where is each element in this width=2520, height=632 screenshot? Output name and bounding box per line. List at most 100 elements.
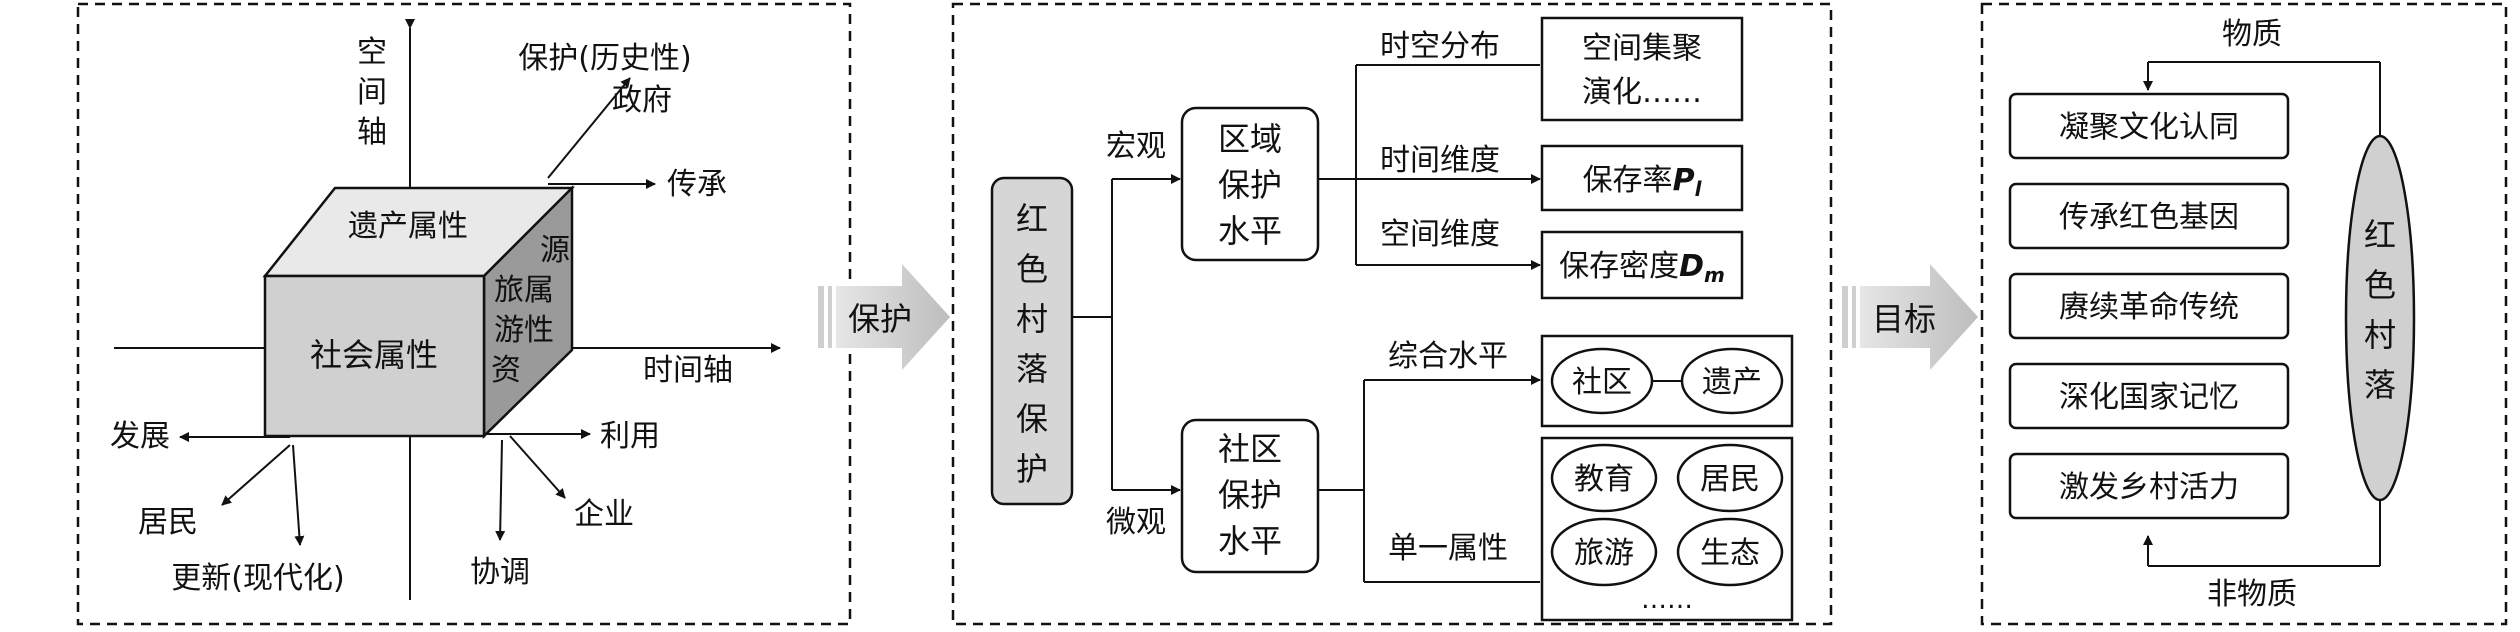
goal-box-3 (2008, 272, 2290, 340)
goal-loop (2143, 61, 2381, 567)
education-ellipse (1550, 443, 1658, 513)
region-level-line-1: 区域 (1218, 120, 1282, 158)
cube-side-label-3: 游性 (494, 313, 554, 348)
develop-label: 发展 (110, 419, 170, 454)
cube-side-label-4: 资 (491, 353, 521, 388)
big-arrow-goal: 目标 (1842, 264, 1978, 370)
residents-label: 居民 (138, 505, 198, 540)
goal-label-5: 激发乡村活力 (2059, 470, 2239, 505)
cube-front-label: 社会属性 (310, 336, 438, 374)
space-axis-label-3: 轴 (357, 115, 387, 150)
micro-label: 微观 (1106, 505, 1166, 540)
ellipse-char-3: 村 (2364, 316, 2396, 354)
cube-front-face (263, 274, 486, 438)
ellipse-char-4: 落 (2364, 366, 2396, 404)
big-arrow-goal-stripe (1842, 286, 1848, 348)
preservation-density-text: 保存密度 (1559, 249, 1679, 284)
time-axis-label: 时间轴 (643, 353, 733, 388)
root-char-3: 村 (1016, 300, 1048, 338)
spatial-cluster-box (1540, 16, 1744, 122)
spatial-cluster-line-1: 空间集聚 (1582, 31, 1702, 66)
big-arrow-protect-label: 保护 (848, 300, 912, 338)
goal-label-1: 凝聚文化认同 (2059, 110, 2239, 145)
ecology-label: 生态 (1700, 536, 1760, 571)
residents-ellipse (1676, 443, 1784, 513)
immaterial-label: 非物质 (2207, 577, 2297, 612)
panel-left-frame (76, 2, 852, 626)
protect-history-label: 保护(历史性) (518, 41, 691, 76)
comprehensive-level-label: 综合水平 (1388, 339, 1508, 374)
big-arrow-goal-body (1860, 264, 1978, 370)
preservation-rate-subscript: l (1695, 177, 1703, 201)
panel-middle-frame (951, 2, 1833, 626)
inherit-label: 传承 (667, 167, 727, 202)
tourism-label: 旅游 (1574, 536, 1634, 571)
preservation-rate-label: 保存率Pl (1583, 163, 1703, 201)
preservation-density-label: 保存密度Dm (1559, 249, 1725, 287)
coordinate-label: 协调 (470, 555, 530, 590)
ecology-ellipse (1676, 517, 1784, 587)
root-node (990, 176, 1074, 506)
preservation-rate-box (1540, 144, 1744, 212)
cube-side-label-1: 源 (540, 233, 570, 268)
region-level-line-2: 保护 (1218, 166, 1282, 204)
goal-box-2 (2008, 182, 2290, 250)
goal-label-3: 赓续革命传统 (2059, 290, 2239, 325)
root-char-5: 保 (1016, 400, 1048, 438)
space-axis-label-2: 间 (357, 75, 387, 110)
community-level-line-2: 保护 (1218, 476, 1282, 514)
root-char-2: 色 (1016, 250, 1048, 288)
goal-label-4: 深化国家记忆 (2059, 380, 2239, 415)
big-arrow-protect-body (836, 264, 950, 370)
macro-label: 宏观 (1106, 129, 1166, 164)
government-label: 政府 (612, 83, 672, 118)
preservation-density-symbol: D (1679, 249, 1704, 284)
community-level-box (1180, 418, 1320, 574)
community-ellipse-label: 社区 (1572, 365, 1632, 400)
red-village-ellipse (2344, 134, 2416, 502)
big-arrow-protect: 保护 (818, 264, 950, 370)
heritage-cube (262, 184, 576, 439)
goal-box-5 (2008, 452, 2290, 520)
cube-side-label-2: 旅属 (494, 273, 554, 308)
utilize-label: 利用 (600, 419, 660, 454)
panel-right-frame (1980, 2, 2508, 626)
heritage-ellipse-label: 遗产 (1702, 365, 1762, 400)
big-arrow-goal-stripe (1852, 286, 1856, 348)
community-level-line-1: 社区 (1218, 430, 1282, 468)
material-label: 物质 (2222, 17, 2282, 52)
big-arrow-goal-label: 目标 (1872, 300, 1936, 338)
preservation-density-subscript: m (1704, 263, 1725, 287)
root-char-4: 落 (1016, 350, 1048, 388)
spatiotemporal-label: 时空分布 (1380, 29, 1500, 64)
renew-modern-label: 更新(现代化) (171, 561, 344, 596)
spatial-cluster-line-2: 演化…… (1582, 75, 1702, 110)
ellipse-char-2: 色 (2364, 266, 2396, 304)
attribute-ellipsis: …… (1641, 585, 1693, 615)
tree-connectors (1072, 64, 1541, 583)
region-level-line-3: 水平 (1218, 212, 1282, 250)
big-arrow-protect-stripe (828, 286, 832, 348)
goal-box-1 (2008, 92, 2290, 160)
goal-label-2: 传承红色基因 (2059, 200, 2239, 235)
single-attribute-label: 单一属性 (1388, 531, 1508, 566)
preservation-density-box (1540, 230, 1744, 300)
cube-top-label: 遗产属性 (348, 209, 468, 244)
education-label: 教育 (1574, 462, 1634, 497)
time-dimension-label: 时间维度 (1380, 143, 1500, 178)
heritage-ellipse (1680, 347, 1784, 415)
goal-box-4 (2008, 362, 2290, 430)
residents-node-label: 居民 (1700, 462, 1760, 497)
enterprise-label: 企业 (574, 497, 634, 532)
space-dimension-label: 空间维度 (1380, 217, 1500, 252)
preservation-rate-text: 保存率 (1583, 163, 1673, 198)
root-char-6: 护 (1016, 450, 1048, 488)
ellipse-char-1: 红 (2364, 216, 2396, 254)
big-arrow-protect-stripe (818, 286, 824, 348)
preservation-rate-symbol: P (1673, 163, 1695, 198)
tourism-ellipse (1550, 517, 1658, 587)
region-level-box (1180, 106, 1320, 262)
root-char-1: 红 (1016, 200, 1048, 238)
community-level-line-3: 水平 (1218, 522, 1282, 560)
space-axis-label-1: 空 (357, 35, 387, 70)
